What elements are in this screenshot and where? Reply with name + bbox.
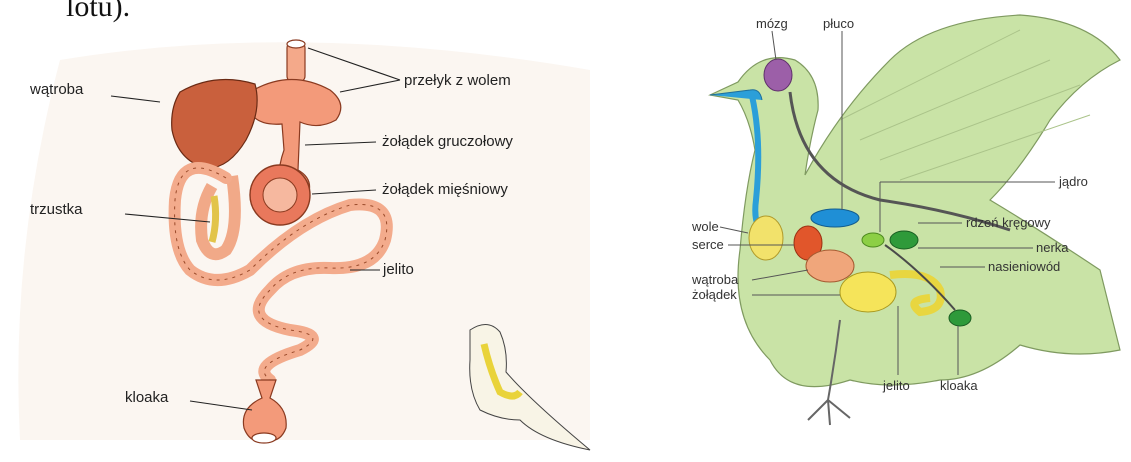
pancreas-shape bbox=[212, 196, 216, 242]
cloaca-shape bbox=[949, 310, 971, 326]
pigeon-anatomy-diagram: mózg płuco jądro rdzeń kręgowy wole serc… bbox=[690, 0, 1131, 457]
label-zoladek: żołądek bbox=[692, 287, 737, 302]
brain-shape bbox=[764, 59, 792, 91]
label-przelyk: przełyk z wolem bbox=[404, 72, 511, 89]
label-rdzen: rdzeń kręgowy bbox=[966, 215, 1051, 230]
label-jelito: jelito bbox=[382, 261, 414, 278]
label-pluco: płuco bbox=[823, 16, 854, 31]
testis-shape bbox=[862, 233, 884, 247]
label-jadro: jądro bbox=[1058, 174, 1088, 189]
label-watroba: wątroba bbox=[691, 272, 739, 287]
label-mozg: mózg bbox=[756, 16, 788, 31]
gizzard-inner bbox=[263, 178, 297, 212]
cloaca-opening bbox=[252, 433, 276, 443]
label-kloaka: kloaka bbox=[125, 389, 169, 406]
pigeon-anatomy-svg: mózg płuco jądro rdzeń kręgowy wole serc… bbox=[690, 0, 1131, 457]
label-nasieniowod: nasieniowód bbox=[988, 259, 1060, 274]
esophagus-opening bbox=[287, 40, 305, 48]
lung-shape bbox=[811, 209, 859, 227]
liver-shape bbox=[806, 250, 854, 282]
digestive-system-svg: wątroba przełyk z wolem żołądek gruczoło… bbox=[0, 0, 600, 457]
label-jelito: jelito bbox=[882, 378, 910, 393]
label-serce: serce bbox=[692, 237, 724, 252]
kidney-shape bbox=[890, 231, 918, 249]
label-nerka: nerka bbox=[1036, 240, 1069, 255]
label-zoladek-gruczolowy: żołądek gruczołowy bbox=[382, 133, 513, 150]
lead-mozg bbox=[772, 31, 776, 60]
label-wole: wole bbox=[691, 219, 719, 234]
label-kloaka: kloaka bbox=[940, 378, 978, 393]
stomach-shape bbox=[840, 272, 896, 312]
crop-shape bbox=[749, 216, 783, 260]
label-zoladek-miesniowy: żołądek mięśniowy bbox=[382, 181, 508, 198]
label-watroba: wątroba bbox=[29, 81, 84, 98]
digestive-system-diagram: wątroba przełyk z wolem żołądek gruczoło… bbox=[0, 0, 600, 457]
label-trzustka: trzustka bbox=[30, 201, 83, 218]
